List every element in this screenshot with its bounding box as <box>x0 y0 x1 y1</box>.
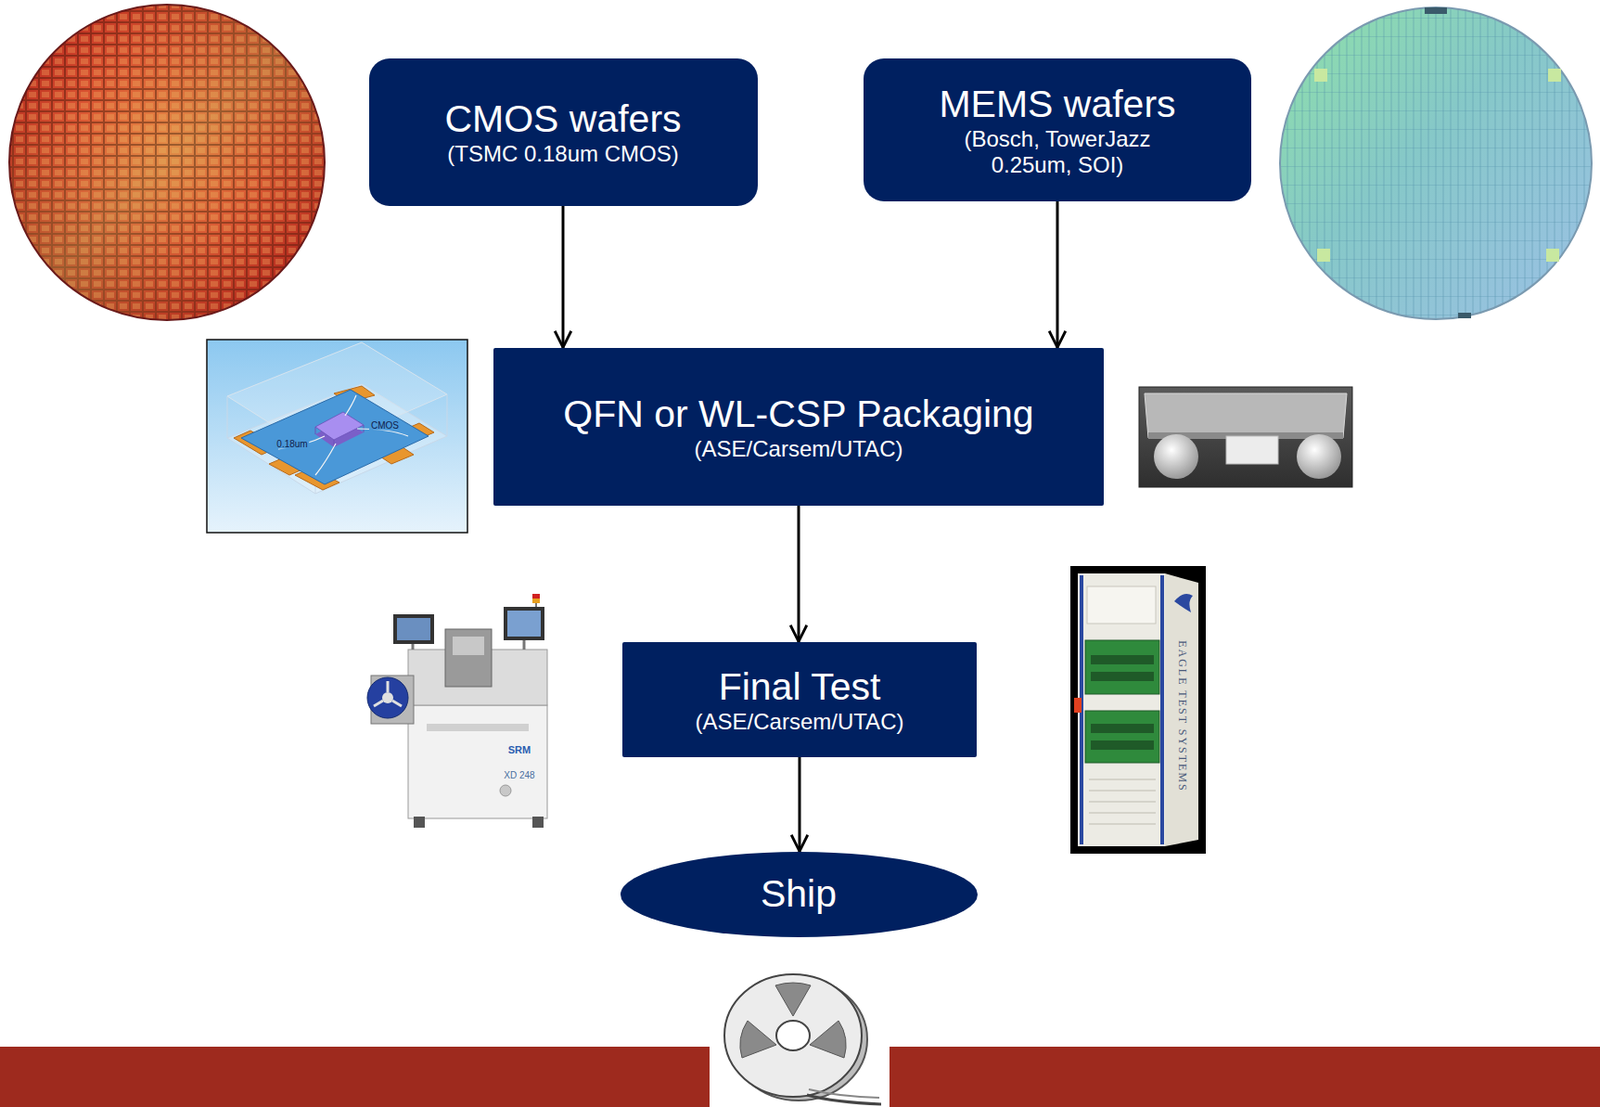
node-title: Final Test <box>718 665 882 709</box>
node-title: Ship <box>760 871 837 916</box>
tape-reel <box>724 973 882 1104</box>
flow-arrow <box>797 505 801 642</box>
eagle-test-rack <box>1070 565 1206 854</box>
process-box: Final Test(ASE/Carsem/UTAC) <box>622 641 977 757</box>
flow-arrow <box>562 205 565 349</box>
node-title: MEMS wafers <box>938 82 1176 127</box>
node-title: QFN or WL-CSP Packaging <box>563 392 1034 436</box>
illustration-text: 0.18um <box>274 438 309 449</box>
footer-band <box>0 1046 710 1107</box>
flow-arrow <box>798 756 802 852</box>
node-subtitle: (ASE/Carsem/UTAC) <box>695 708 905 735</box>
illustration-text: CMOS <box>369 420 401 431</box>
flow-arrow <box>1056 201 1060 348</box>
illustration-text: XD 248 <box>501 769 537 781</box>
illustration-text: EAGLE TEST SYSTEMS <box>1175 638 1188 794</box>
wlcsp-sem-image <box>1139 386 1353 487</box>
node-title: CMOS wafers <box>444 97 681 141</box>
process-box: MEMS wafers(Bosch, TowerJazz 0.25um, SOI… <box>863 58 1252 202</box>
footer-band <box>889 1046 1600 1107</box>
node-subtitle: (TSMC 0.18um CMOS) <box>447 140 679 167</box>
node-subtitle: (ASE/Carsem/UTAC) <box>694 435 904 462</box>
qfn-package-illustration <box>206 339 468 533</box>
process-box: CMOS wafers(TSMC 0.18um CMOS) <box>369 58 758 206</box>
ellipse-fill <box>620 851 978 937</box>
cmos-wafer <box>9 4 325 320</box>
test-handler-machine <box>367 593 548 828</box>
terminal-ellipse: Ship <box>620 851 978 937</box>
mems-wafer <box>1280 7 1592 320</box>
node-subtitle: (Bosch, TowerJazz 0.25um, SOI) <box>941 126 1174 178</box>
process-box: QFN or WL-CSP Packaging(ASE/Carsem/UTAC) <box>493 347 1104 506</box>
illustration-text: SRM <box>506 743 533 756</box>
